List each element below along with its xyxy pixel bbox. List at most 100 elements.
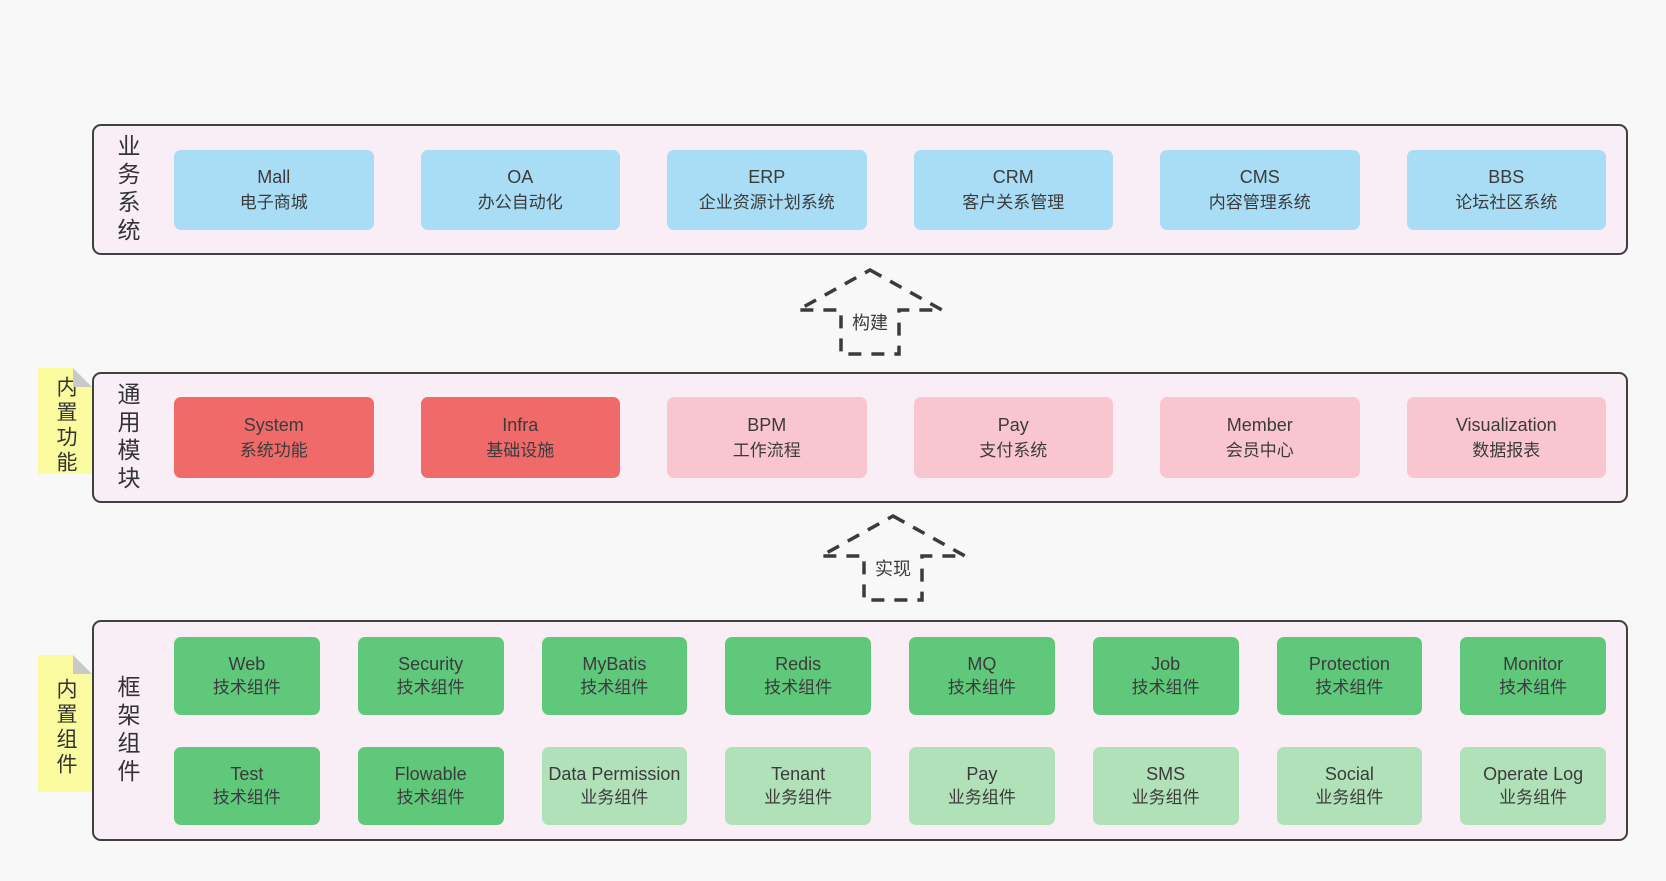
box-name: Social <box>1324 763 1374 784</box>
box-name: MQ <box>967 653 997 674</box>
box-description: 技术组件 <box>580 677 649 697</box>
box-name: CRM <box>992 166 1034 187</box>
box-description: 会员中心 <box>1225 440 1294 460</box>
box-system: System 系统功能 <box>174 397 374 478</box>
box-name: Flowable <box>394 763 467 784</box>
box-description: 技术组件 <box>396 787 465 807</box>
box-name: ERP <box>748 166 786 187</box>
box-test: Test 技术组件 <box>174 746 320 825</box>
box-bpm: BPM 工作流程 <box>667 397 867 478</box>
box-description: 电子商城 <box>239 192 308 212</box>
layer-label-modules: 通用模块 <box>114 381 140 494</box>
box-name: Web <box>228 653 266 674</box>
box-oa: OA 办公自动化 <box>420 149 620 230</box>
box-pay: Pay 支付系统 <box>913 397 1113 478</box>
arrow-label: 实现 <box>872 555 914 581</box>
box-description: 技术组件 <box>1499 677 1568 697</box>
box-description: 支付系统 <box>979 440 1048 460</box>
box-mq: MQ 技术组件 <box>909 636 1055 715</box>
box-redis: Redis 技术组件 <box>725 636 871 715</box>
box-name: Operate Log <box>1483 763 1584 784</box>
box-description: 业务组件 <box>947 787 1016 807</box>
box-visualization: Visualization 数据报表 <box>1406 397 1606 478</box>
sticky-note-builtin-features: 内置功能 <box>38 368 92 476</box>
box-sms: SMS 业务组件 <box>1092 746 1239 825</box>
box-flowable: Flowable 技术组件 <box>357 746 504 825</box>
box-name: OA <box>507 166 534 187</box>
dashed-up-arrow-icon <box>818 513 968 602</box>
box-row: Mall 电子商城 OA 办公自动化 ERP 企业资源计划系统 CRM 客户关系管理 CMS 内容… <box>144 126 1626 253</box>
box-description: 技术组件 <box>212 677 281 697</box>
box-description: 基础设施 <box>486 440 555 460</box>
box-name: SMS <box>1146 763 1186 784</box>
box-description: 业务组件 <box>580 787 649 807</box>
box-mall: Mall 电子商城 <box>174 149 374 230</box>
box-crm: CRM 客户关系管理 <box>913 149 1113 230</box>
box-description: 技术组件 <box>947 677 1016 697</box>
box-name: Mall <box>257 166 291 187</box>
box-name: Pay <box>997 414 1029 435</box>
box-name: Protection <box>1308 653 1390 674</box>
box-erp: ERP 企业资源计划系统 <box>667 149 867 230</box>
dashed-up-arrow-icon <box>795 267 945 356</box>
box-description: 技术组件 <box>1315 677 1384 697</box>
box-name: Infra <box>502 414 539 435</box>
box-description: 客户关系管理 <box>962 192 1065 212</box>
layer-label-components: 框架组件 <box>114 674 140 787</box>
box-monitor: Monitor 技术组件 <box>1460 636 1606 715</box>
box-name: BPM <box>747 414 787 435</box>
box-description: 技术组件 <box>212 787 281 807</box>
business-systems-layer: 业务系统 Mall 电子商城 OA 办公自动化 ERP 企业资源计划系统 CRM 客户关系管理… <box>92 124 1628 255</box>
box-description: 企业资源计划系统 <box>698 192 835 212</box>
box-description: 技术组件 <box>1131 677 1200 697</box>
sticky-note-text: 内置功能 <box>54 376 77 476</box>
box-protection: Protection 技术组件 <box>1276 636 1423 715</box>
box-description: 内容管理系统 <box>1208 192 1311 212</box>
sticky-note-builtin-components: 内置组件 <box>38 655 92 792</box>
common-modules-layer: 通用模块 System 系统功能 Infra 基础设施 BPM 工作流程 Pay 支付系统 Me… <box>92 372 1628 503</box>
implement-arrow: 实现 <box>818 512 968 604</box>
box-mybatis: MyBatis 技术组件 <box>541 636 688 715</box>
layer-label-business: 业务系统 <box>114 133 140 246</box>
box-name: Visualization <box>1455 414 1557 435</box>
box-description: 数据报表 <box>1472 440 1541 460</box>
box-name: CMS <box>1239 166 1280 187</box>
arrow-label: 构建 <box>849 309 891 335</box>
box-description: 业务组件 <box>1131 787 1200 807</box>
box-name: Test <box>230 763 264 784</box>
box-name: Tenant <box>771 763 826 784</box>
box-name: Security <box>398 653 464 674</box>
box-description: 业务组件 <box>1315 787 1384 807</box>
box-description: 业务组件 <box>764 787 833 807</box>
box-description: 技术组件 <box>764 677 833 697</box>
box-description: 业务组件 <box>1499 787 1568 807</box>
box-tenant: Tenant 业务组件 <box>725 746 871 825</box>
box-name: Redis <box>775 653 822 674</box>
box-description: 办公自动化 <box>477 192 563 212</box>
box-description: 工作流程 <box>732 440 801 460</box>
box-description: 系统功能 <box>239 440 308 460</box>
box-name: BBS <box>1488 166 1525 187</box>
box-name: System <box>243 414 304 435</box>
box-name: Monitor <box>1503 653 1564 674</box>
box-name: Pay <box>966 763 998 784</box>
box-web: Web 技术组件 <box>174 636 320 715</box>
box-operate-log: Operate Log 业务组件 <box>1460 746 1606 825</box>
box-name: MyBatis <box>582 653 647 674</box>
box-data-permission: Data Permission 业务组件 <box>541 746 688 825</box>
box-name: Job <box>1151 653 1181 674</box>
box-social: Social 业务组件 <box>1276 746 1423 825</box>
build-arrow: 构建 <box>795 266 945 358</box>
sticky-note-text: 内置组件 <box>54 677 77 778</box>
box-infra: Infra 基础设施 <box>420 397 620 478</box>
box-name: Data Permission <box>548 763 681 784</box>
